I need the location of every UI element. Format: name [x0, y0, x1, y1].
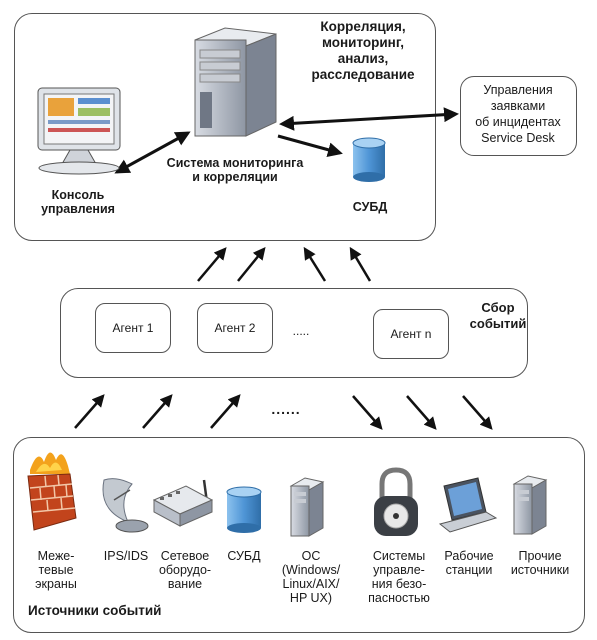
system-label: Система мониторинга и корреляции — [166, 156, 304, 184]
os-server-icon — [289, 477, 325, 537]
server-servicedesk-arrow — [279, 107, 459, 131]
source-label-network: Сетевое оборудо- вание — [158, 549, 212, 591]
source-label-other: Прочие источники — [510, 549, 570, 577]
service-desk-box — [460, 76, 577, 156]
satellite-dish-icon — [102, 478, 149, 533]
agents-ellipsis: ..... — [292, 324, 310, 338]
source-label-workstations: Рабочие станции — [444, 549, 494, 577]
console-server-arrow — [114, 131, 191, 174]
padlock-icon — [374, 467, 418, 536]
other-server-icon — [512, 475, 548, 535]
agent-2: Агент 2 — [197, 303, 273, 353]
console-label: Консоль управления — [41, 188, 115, 216]
source-label-os: ОС (Windows/ Linux/AIX/ HP UX) — [281, 549, 341, 605]
dbms-label: СУБД — [352, 200, 388, 214]
console-monitor-icon — [37, 87, 121, 175]
analysis-heading: Корреляция, мониторинг, анализ, расследо… — [311, 19, 415, 82]
agent-n: Агент n — [373, 309, 449, 359]
collection-title: Сбор событий — [469, 300, 527, 331]
sources-title: Источники событий — [28, 603, 162, 618]
server-db-arrow — [277, 134, 343, 158]
source-label-dbms: СУБД — [227, 549, 261, 563]
sources-ellipsis: ...... — [271, 401, 301, 417]
laptop-icon — [438, 477, 498, 533]
source-label-ips: IPS/IDS — [103, 549, 149, 563]
service-desk-label: Управления заявками об инцидентах Servic… — [475, 83, 561, 145]
main-server-icon — [194, 27, 277, 137]
database-icon — [226, 486, 262, 533]
source-label-security: Системы управле- ния безо- пасностью — [368, 549, 430, 605]
firewall-icon — [27, 452, 77, 531]
dbms-icon — [352, 137, 386, 182]
source-label-firewalls: Меже- тевые экраны — [35, 549, 77, 591]
network-switch-icon — [152, 479, 214, 527]
agent-1: Агент 1 — [95, 303, 171, 353]
